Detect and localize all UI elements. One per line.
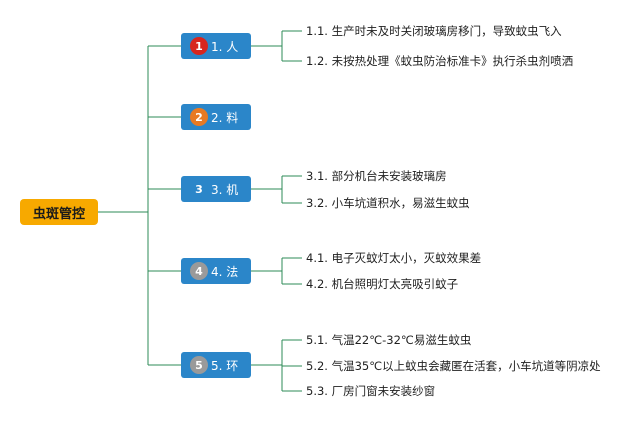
branch-environment: 5 5. 环 <box>181 352 251 378</box>
leaf-item: 4.2. 机台照明灯太亮吸引蚊子 <box>306 277 459 291</box>
branch-label: 2. 料 <box>211 110 239 125</box>
branch-label: 3. 机 <box>211 182 239 197</box>
number-four-circle-icon: 4 <box>190 262 208 280</box>
number-five-circle-icon: 5 <box>190 356 208 374</box>
leaf-item: 3.1. 部分机台未安装玻璃房 <box>306 169 447 183</box>
root-topic: 虫斑管控 <box>20 199 98 225</box>
branch-label: 5. 环 <box>211 358 239 373</box>
leaf-item: 5.3. 厂房门窗未安装纱窗 <box>306 384 436 398</box>
number-three-circle-icon: 3 <box>190 180 208 198</box>
leaf-item: 5.2. 气温35℃以上蚊虫会藏匿在活套，小车坑道等阴凉处 <box>306 359 601 373</box>
number-two-circle-icon: 2 <box>190 108 208 126</box>
branch-material: 2 2. 料 <box>181 104 251 130</box>
leaf-item: 3.2. 小车坑道积水，易滋生蚊虫 <box>306 196 470 210</box>
number-one-circle-icon: 1 <box>190 37 208 55</box>
leaf-item: 1.2. 未按热处理《蚊虫防治标准卡》执行杀虫剂喷洒 <box>306 54 574 68</box>
branch-label: 4. 法 <box>211 264 239 279</box>
branch-machine: 3 3. 机 <box>181 176 251 202</box>
leaf-item: 5.1. 气温22℃-32℃易滋生蚊虫 <box>306 333 472 347</box>
leaf-item: 1.1. 生产时未及时关闭玻璃房移门，导致蚊虫飞入 <box>306 24 562 38</box>
branch-person: 1 1. 人 <box>181 33 251 59</box>
leaf-item: 4.1. 电子灭蚊灯太小，灭蚊效果差 <box>306 251 482 265</box>
branch-method: 4 4. 法 <box>181 258 251 284</box>
branch-label: 1. 人 <box>211 39 239 54</box>
